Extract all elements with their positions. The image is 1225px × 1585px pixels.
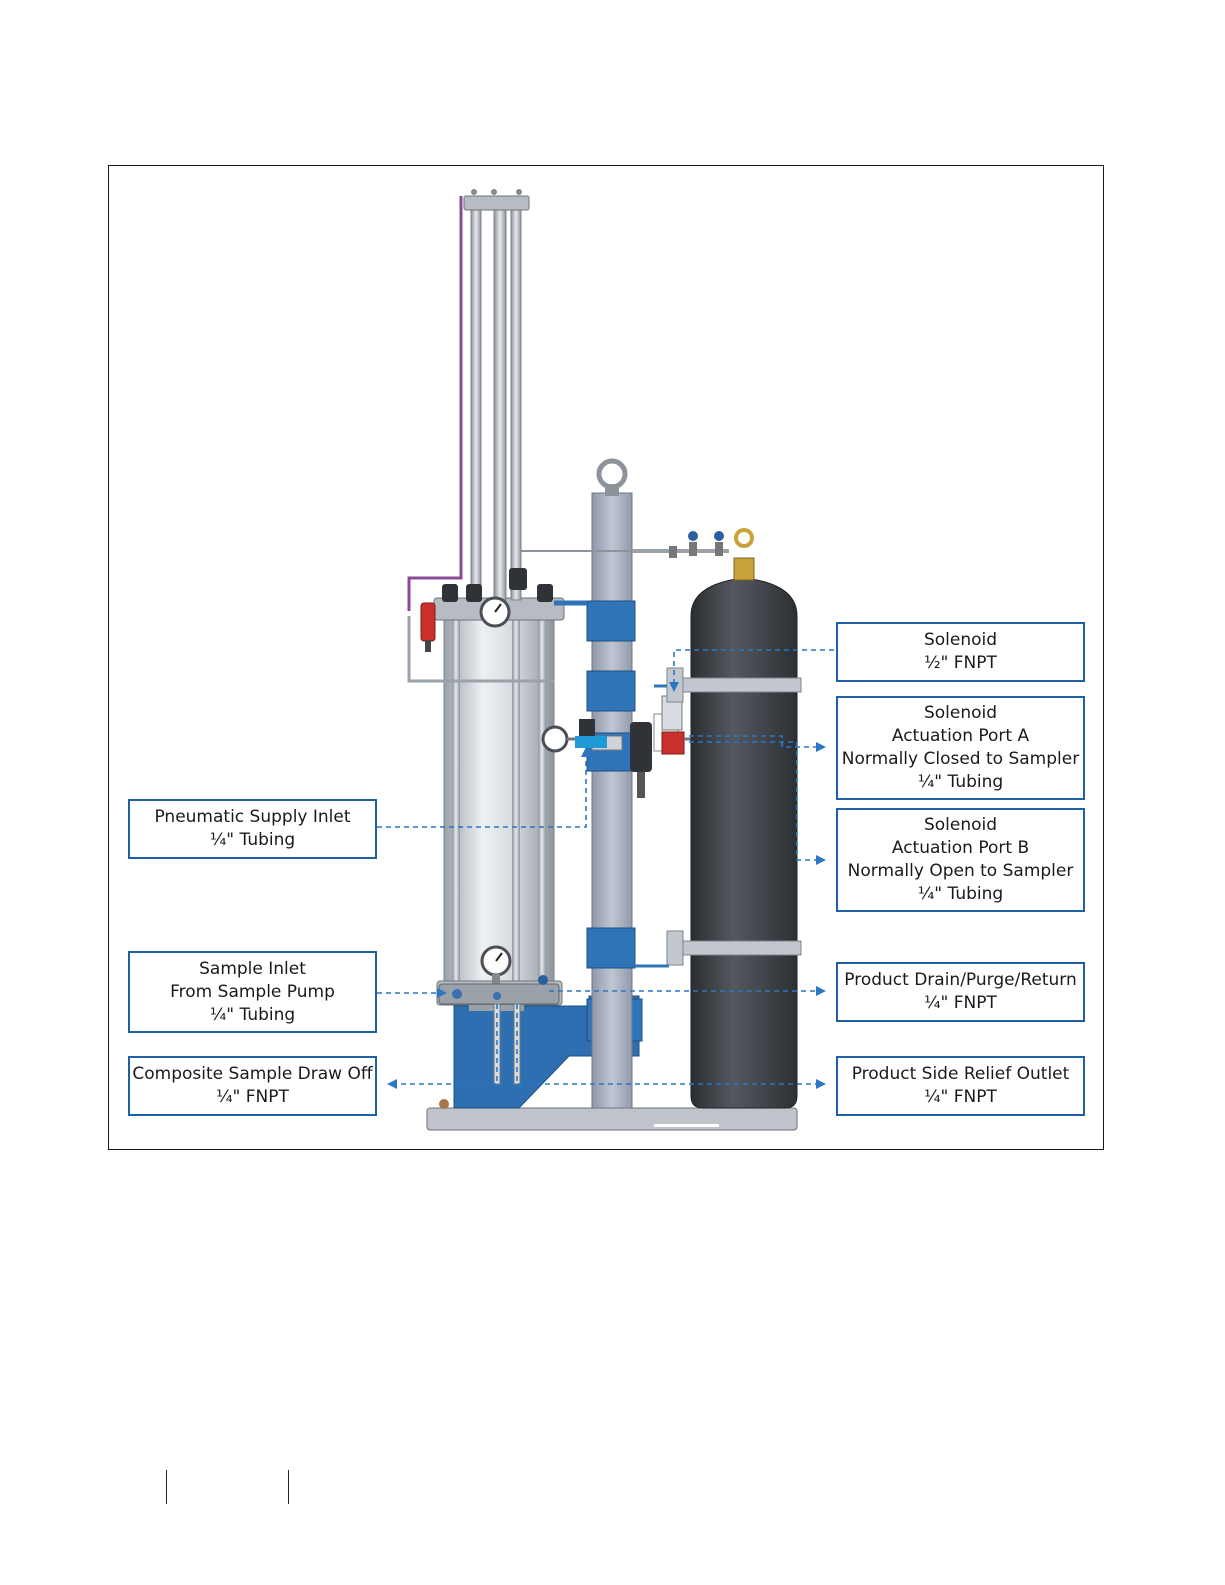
- piston-rod-stack: [407, 189, 553, 611]
- callout-sample-inlet: Sample Inlet From Sample Pump ¼" Tubing: [128, 951, 377, 1033]
- callout-port-a-line4: ¼" Tubing: [917, 772, 1004, 792]
- callout-product-drain-line2: ¼" FNPT: [924, 993, 997, 1013]
- callout-product-drain: Product Drain/Purge/Return ¼" FNPT: [836, 962, 1085, 1022]
- callout-sample-inlet-line3: ¼" Tubing: [209, 1004, 296, 1025]
- callout-port-a-line1: Solenoid: [923, 703, 998, 723]
- callout-port-b-line4: ¼" Tubing: [917, 884, 1004, 904]
- sampler-diagram: [377, 189, 834, 1131]
- footer-divider-right: [288, 1470, 289, 1504]
- callout-relief-outlet: Product Side Relief Outlet ¼" FNPT: [836, 1056, 1085, 1116]
- callout-sample-inlet-line1: Sample Inlet: [199, 958, 306, 979]
- callout-port-b-line2: Actuation Port B: [891, 838, 1030, 858]
- leader-port-b: [689, 741, 826, 865]
- leader-pneumatic: [377, 747, 591, 828]
- callout-port-b: Solenoid Actuation Port B Normally Open …: [836, 808, 1085, 912]
- callout-port-a-line2: Actuation Port A: [891, 726, 1030, 746]
- callout-product-drain-line1: Product Drain/Purge/Return: [844, 970, 1077, 990]
- figure-frame: Solenoid ½" FNPT Solenoid Actuation Port…: [108, 165, 1104, 1150]
- support-mast: [521, 458, 664, 1109]
- callout-pneumatic-line2: ¼" Tubing: [209, 830, 296, 850]
- callout-composite-draw-off: Composite Sample Draw Off ¼" FNPT: [128, 1056, 377, 1116]
- gas-cylinder: [629, 528, 802, 1109]
- callout-sample-inlet-line2: From Sample Pump: [170, 981, 335, 1002]
- callout-solenoid-line1: Solenoid: [923, 630, 998, 650]
- cylinder-valve-train: [632, 531, 729, 558]
- pressure-gauge-icon: [480, 945, 512, 986]
- callout-composite-line2: ¼" FNPT: [216, 1087, 289, 1107]
- callout-relief-line2: ¼" FNPT: [924, 1087, 997, 1107]
- pressure-gauge-icon: [479, 596, 511, 628]
- callout-pneumatic-inlet: Pneumatic Supply Inlet ¼" Tubing: [128, 799, 377, 859]
- callout-pneumatic-line1: Pneumatic Supply Inlet: [154, 807, 351, 827]
- callout-port-a-line3: Normally Closed to Sampler: [841, 749, 1080, 769]
- callout-port-b-line1: Solenoid: [923, 815, 998, 835]
- callout-relief-line1: Product Side Relief Outlet: [851, 1064, 1070, 1084]
- leader-port-a: [689, 735, 826, 752]
- callout-composite-line1: Composite Sample Draw Off: [132, 1064, 373, 1084]
- callout-solenoid-line2: ½" FNPT: [924, 653, 997, 673]
- leader-lines: [377, 649, 834, 1089]
- relief-valve: [407, 602, 554, 683]
- callout-solenoid: Solenoid ½" FNPT: [836, 622, 1085, 682]
- footer-divider-left: [166, 1470, 167, 1504]
- callout-port-a: Solenoid Actuation Port A Normally Close…: [836, 696, 1085, 800]
- callout-port-b-line3: Normally Open to Sampler: [847, 861, 1074, 881]
